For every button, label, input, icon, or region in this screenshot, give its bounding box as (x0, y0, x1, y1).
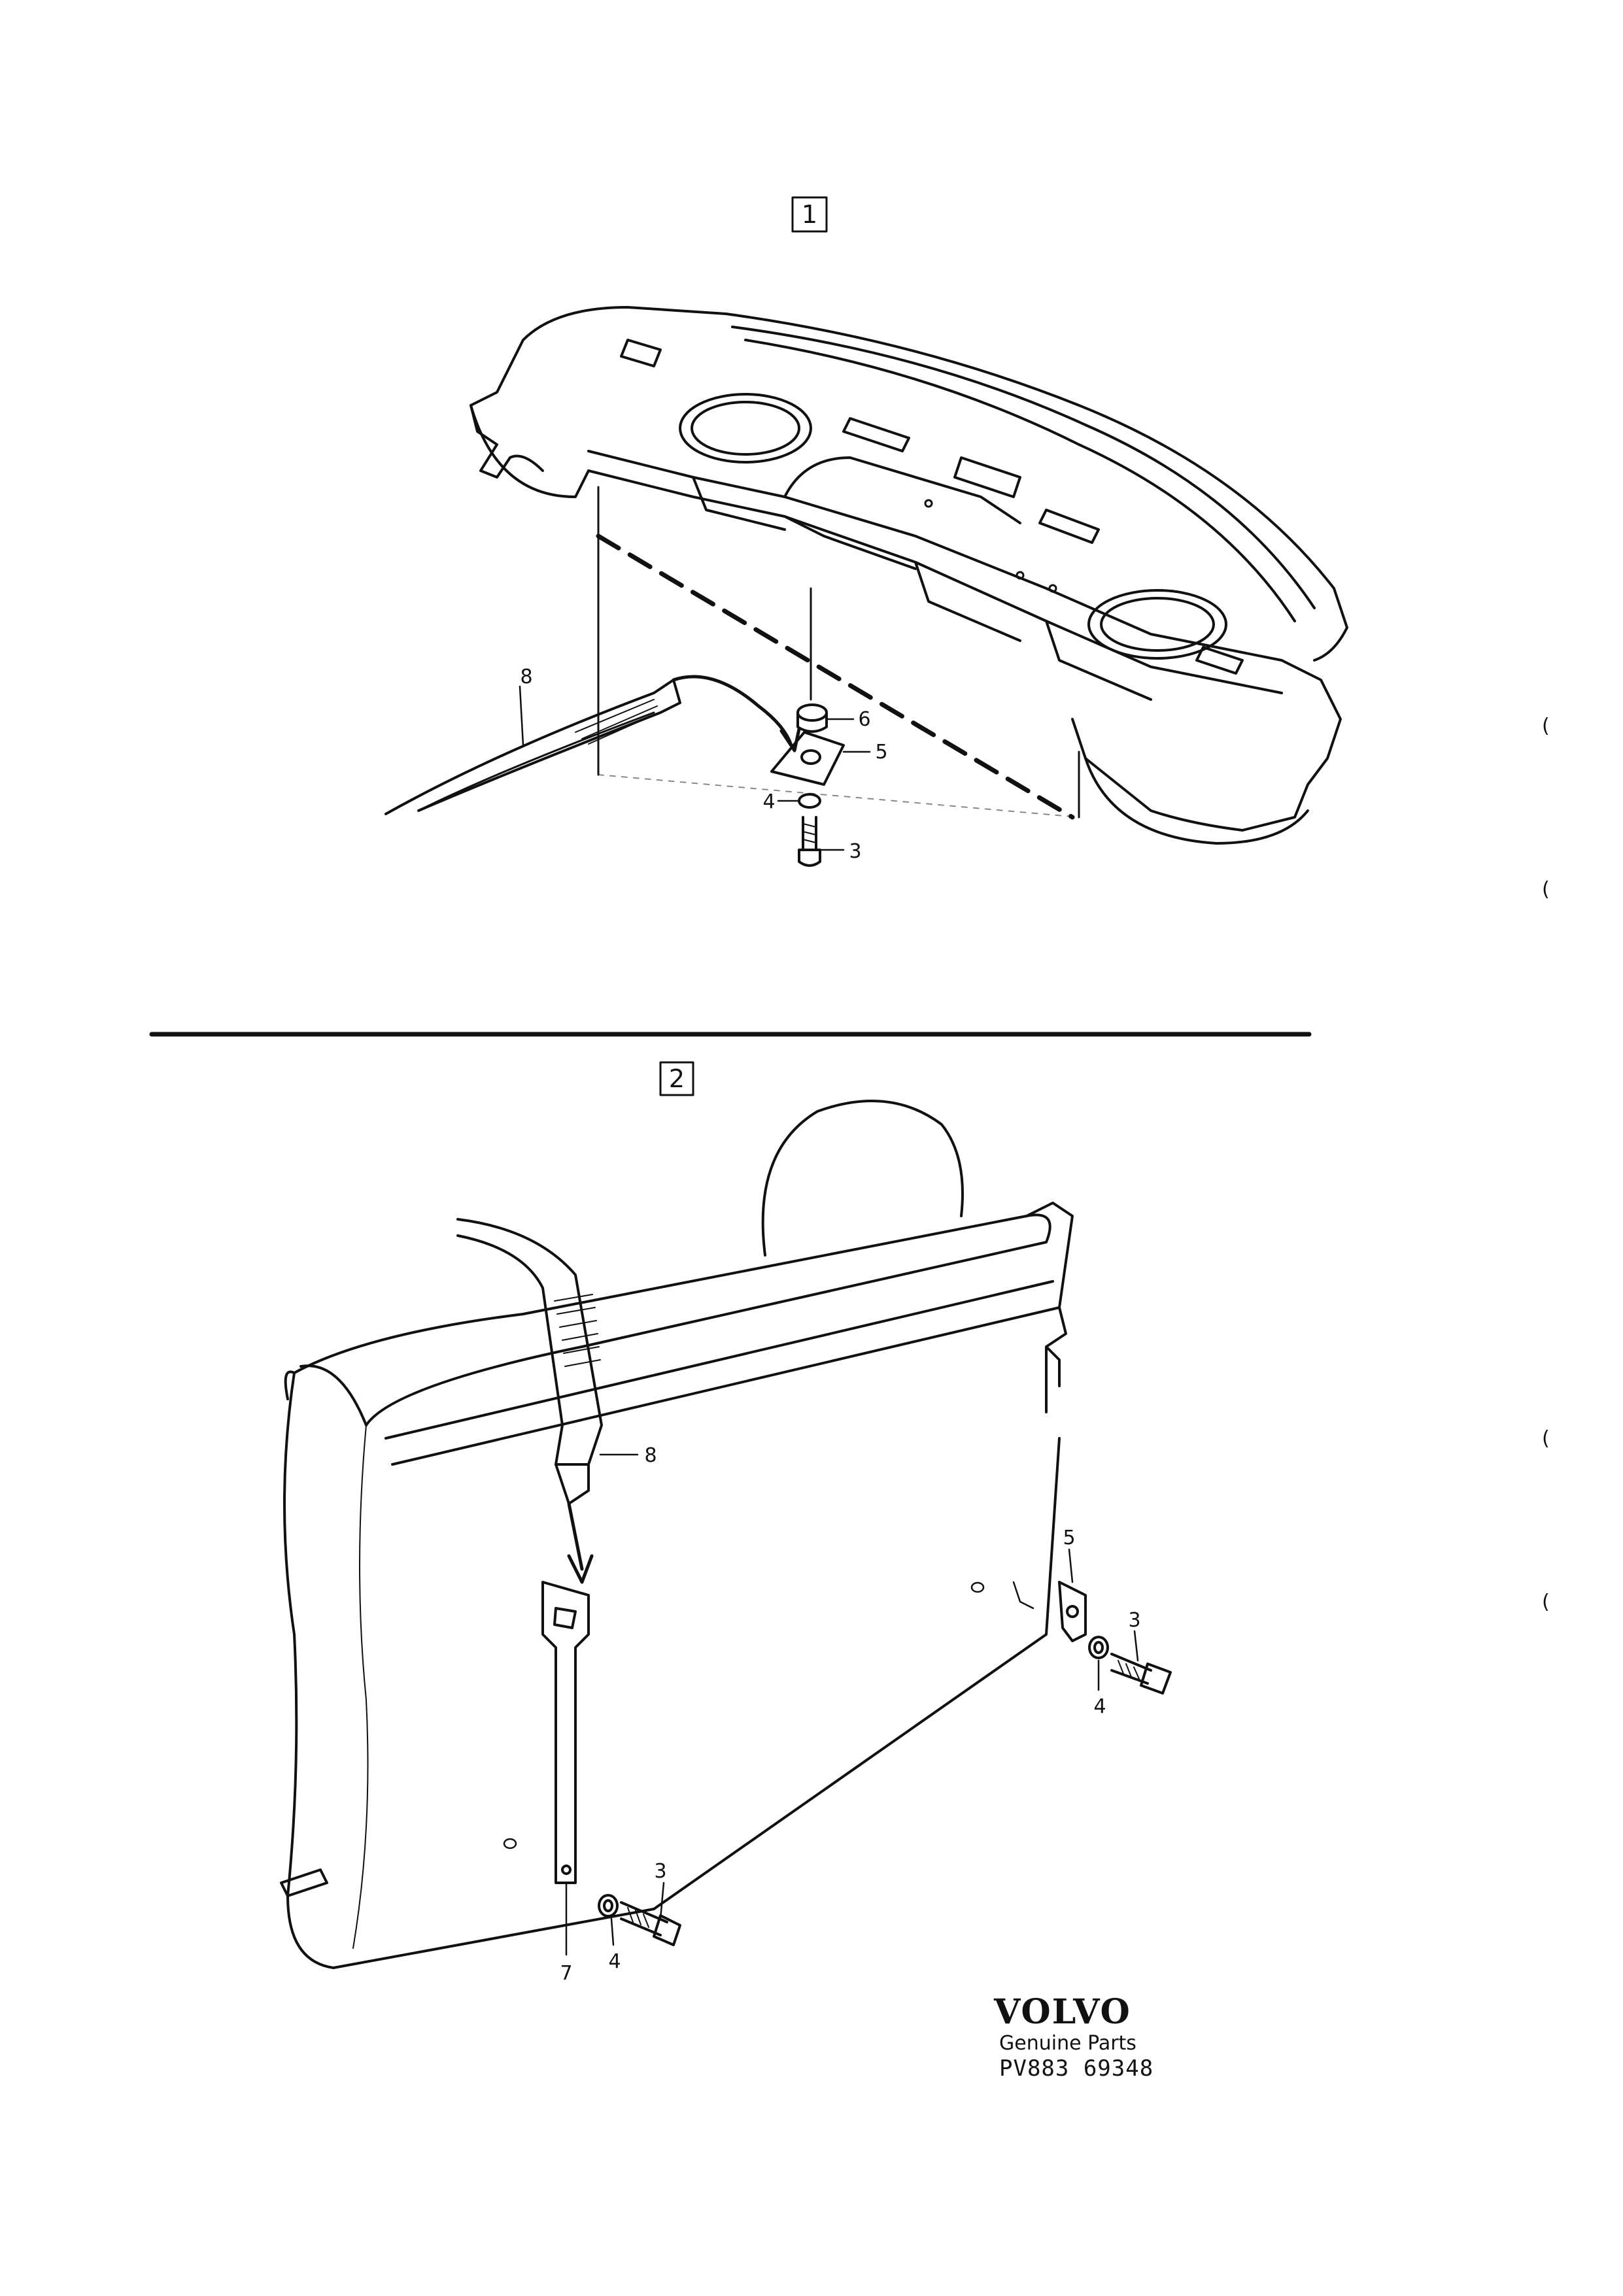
callout-bottom-4-left: 4 (608, 1950, 621, 1973)
leaders-bottom (565, 1453, 1139, 1956)
leaders-top (519, 685, 871, 851)
margin-mark-2: ( (1542, 878, 1550, 901)
bracket-7 (541, 1581, 590, 1884)
callout-bottom-8: 8 (644, 1444, 657, 1467)
callout-bottom-3-left: 3 (654, 1860, 666, 1883)
margin-mark-1: ( (1542, 715, 1550, 737)
section-1-label (791, 196, 828, 233)
section-1-number: 1 (802, 200, 817, 229)
part-code: PV883 69348 (999, 2055, 1154, 2082)
section-2-number: 2 (669, 1064, 685, 1093)
parcel-shelf-drawing (470, 306, 1348, 845)
brand-subtitle: Genuine Parts (999, 2032, 1136, 2055)
callout-bottom-3-right: 3 (1128, 1609, 1140, 1632)
callout-top-8: 8 (520, 666, 532, 688)
callout-bottom-7: 7 (560, 1962, 572, 1985)
seat-backrest-drawing (280, 1100, 1074, 1969)
brand-block: VOLVO Genuine Parts PV883 69348 (994, 1993, 1256, 2082)
callout-bottom-4-right: 4 (1093, 1695, 1106, 1718)
hardware-top (770, 703, 845, 867)
callout-top-4: 4 (762, 790, 775, 813)
callout-top-3: 3 (849, 840, 861, 863)
margin-mark-3: ( (1542, 1427, 1550, 1450)
callout-bottom-5: 5 (1063, 1527, 1075, 1549)
callout-top-6: 6 (858, 708, 870, 731)
callout-top-5: 5 (875, 741, 887, 764)
strap-bottom (456, 1218, 603, 1584)
margin-mark-4: ( (1542, 1591, 1550, 1613)
strap-top (384, 675, 801, 815)
bracket-5 (503, 1581, 1172, 1849)
hardware-bottom-left (598, 1894, 681, 1946)
section-2-label (659, 1061, 694, 1096)
volvo-logo: VOLVO (994, 1992, 1131, 2032)
